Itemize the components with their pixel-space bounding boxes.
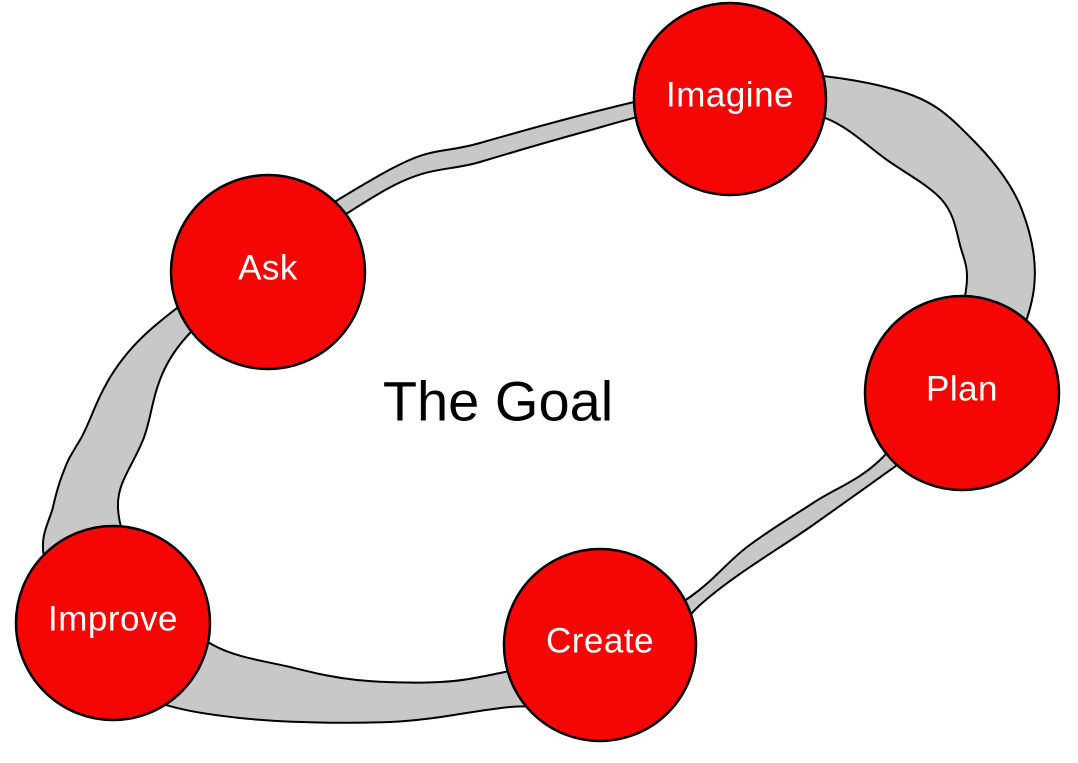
node-label-imagine: Imagine [666,76,794,115]
node-imagine: Imagine [632,1,828,197]
node-circle-improve [14,524,212,722]
diagram-title: The Goal [383,370,613,433]
node-label-improve: Improve [48,600,178,639]
node-label-create: Create [546,622,654,661]
node-circle-imagine [632,1,828,197]
node-circle-plan [863,294,1061,492]
node-label-ask: Ask [238,249,298,288]
node-improve: Improve [14,524,212,722]
node-create: Create [502,547,698,743]
node-label-plan: Plan [926,370,998,409]
node-plan: Plan [863,294,1061,492]
node-circle-create [502,547,698,743]
node-circle-ask [169,173,367,371]
node-ask: Ask [169,173,367,371]
